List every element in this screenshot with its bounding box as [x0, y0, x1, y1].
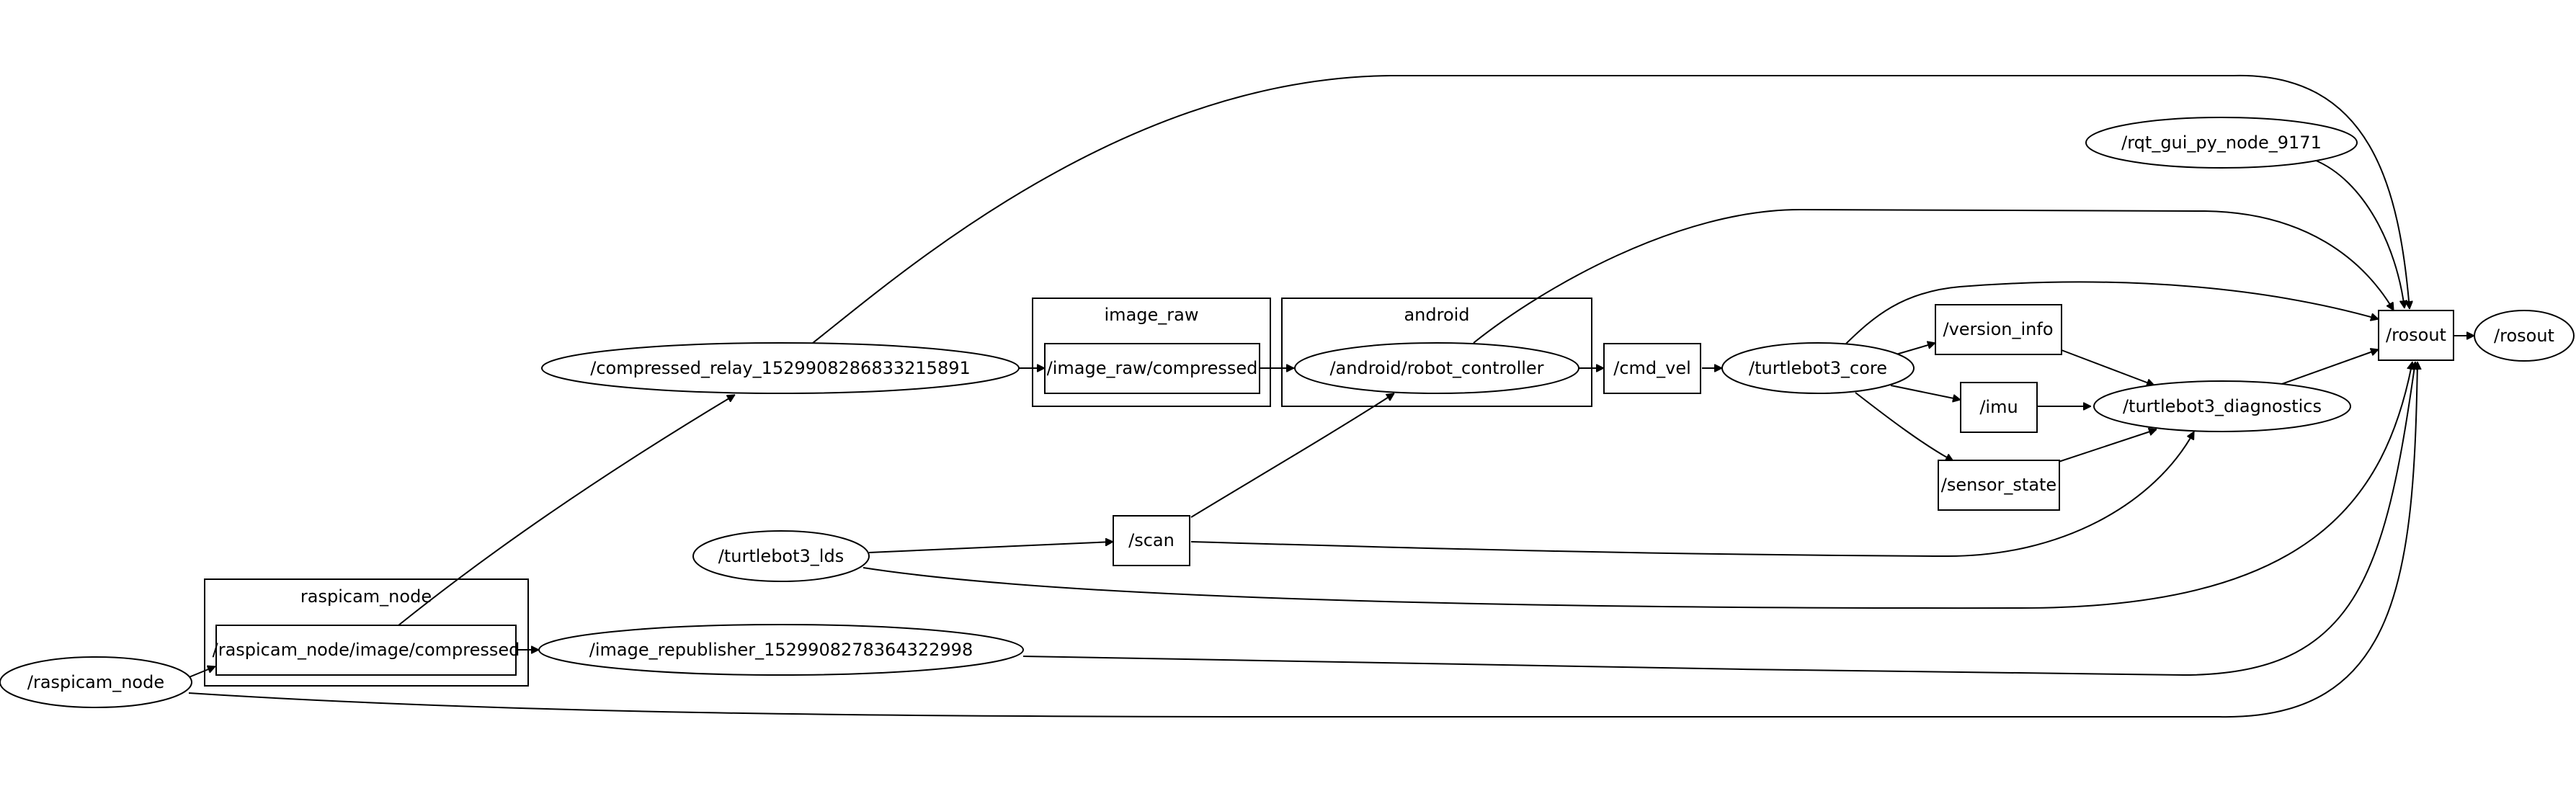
edge-turtlebot3-core-to-imu: [1890, 385, 1961, 400]
cluster-raspicam-node: raspicam_node: [204, 578, 529, 687]
node-label-version-info: /version_info: [1943, 319, 2054, 339]
node-label-cmd-vel: /cmd_vel: [1613, 358, 1691, 378]
edge-compressed-relay-to-rosout-topic: [812, 74, 2410, 344]
node-turtlebot3-diagnostics: /turtlebot3_diagnostics: [2093, 380, 2351, 432]
node-rqt-gui: /rqt_gui_py_node_9171: [2085, 117, 2358, 169]
edge-turtlebot3-lds-to-scan: [868, 542, 1113, 553]
node-raspicam-topic: /raspicam_node/image/compressed: [213, 625, 520, 676]
node-label-raspicam-node: /raspicam_node: [27, 672, 164, 692]
edge-turtlebot3-core-to-sensor-state: [1855, 392, 1953, 462]
node-label-turtlebot3-diagnostics: /turtlebot3_diagnostics: [2123, 396, 2322, 416]
edges: [183, 74, 2474, 718]
node-robot-controller: /android/robot_controller: [1294, 342, 1579, 394]
node-label-robot-controller: /android/robot_controller: [1329, 358, 1543, 378]
node-label-compressed-relay: /compressed_relay_1529908286833215891: [590, 358, 971, 378]
node-label-imu: /imu: [1979, 397, 2018, 417]
node-compressed-relay: /compressed_relay_1529908286833215891: [541, 342, 1020, 394]
node-label-rqt-gui: /rqt_gui_py_node_9171: [2121, 133, 2322, 153]
node-turtlebot3-lds: /turtlebot3_lds: [692, 530, 870, 582]
edge-version-info-to-diagnostics: [2061, 349, 2154, 385]
node-version-info: /version_info: [1935, 304, 2062, 355]
node-label-raspicam-topic: /raspicam_node/image/compressed: [213, 640, 520, 660]
node-label-image-republisher: /image_republisher_1529908278364322998: [589, 640, 973, 660]
node-image-raw-compressed: /image_raw/compressed: [1044, 343, 1260, 394]
node-cmd-vel: /cmd_vel: [1603, 343, 1701, 394]
node-label-sensor-state: /sensor_state: [1941, 475, 2056, 495]
edge-raspicam-node-to-rosout-topic: [188, 362, 2417, 718]
cluster-label-image-raw: image_raw: [1105, 305, 1199, 325]
edge-robot-controller-to-rosout-topic: [1473, 208, 2394, 344]
edge-diagnostics-to-rosout-topic: [2279, 349, 2379, 385]
edge-turtlebot3-core-to-rosout-topic: [1845, 281, 2379, 344]
node-turtlebot3-core: /turtlebot3_core: [1721, 342, 1915, 394]
cluster-image-raw: image_raw: [1032, 298, 1271, 407]
node-label-turtlebot3-lds: /turtlebot3_lds: [718, 546, 844, 566]
node-scan: /scan: [1113, 515, 1190, 566]
node-label-turtlebot3-core: /turtlebot3_core: [1749, 358, 1887, 378]
edge-raspicam-topic-to-compressed-relay: [398, 394, 735, 626]
edge-sensor-state-to-diagnostics: [2058, 429, 2157, 462]
cluster-android: android: [1281, 298, 1592, 407]
node-rosout-node: /rosout: [2474, 310, 2575, 362]
edge-turtlebot3-lds-to-rosout-topic: [863, 362, 2412, 609]
edge-turtlebot3-core-to-version-info: [1893, 343, 1935, 356]
node-imu: /imu: [1960, 382, 2038, 433]
node-sensor-state: /sensor_state: [1938, 460, 2060, 511]
node-label-scan: /scan: [1128, 530, 1175, 550]
edge-scan-to-diagnostics: [1190, 432, 2195, 558]
node-label-rosout-topic: /rosout: [2386, 325, 2446, 345]
edge-scan-to-robot-controller: [1190, 393, 1394, 518]
cluster-label-raspicam-node: raspicam_node: [300, 586, 432, 607]
node-image-republisher: /image_republisher_1529908278364322998: [538, 624, 1024, 676]
cluster-label-android: android: [1404, 305, 1469, 325]
node-label-rosout-node: /rosout: [2494, 326, 2554, 346]
node-label-image-raw-compressed: /image_raw/compressed: [1047, 358, 1258, 378]
node-raspicam-node: /raspicam_node: [0, 656, 192, 708]
edge-image-republisher-to-rosout-topic: [1022, 362, 2415, 676]
edge-rqt-gui-to-rosout-topic: [2314, 159, 2405, 308]
node-rosout-topic: /rosout: [2378, 310, 2454, 361]
